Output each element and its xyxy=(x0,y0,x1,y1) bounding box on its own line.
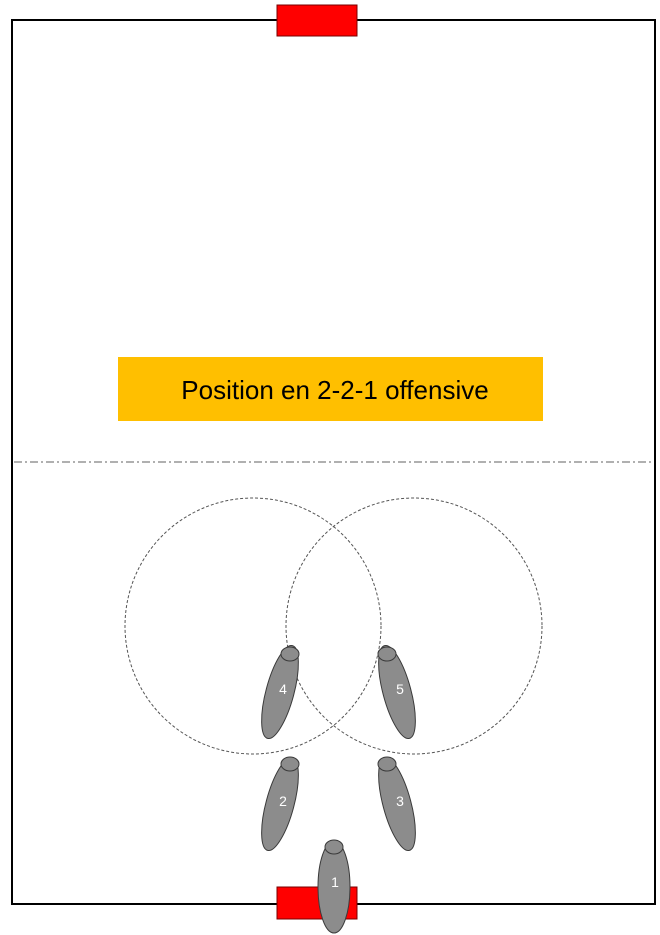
player-1[interactable]: 1 xyxy=(317,839,351,934)
player-3[interactable]: 3 xyxy=(371,754,423,854)
player-head xyxy=(280,756,300,772)
player-number: 2 xyxy=(279,793,287,809)
top-goal xyxy=(276,4,358,37)
player-head xyxy=(280,646,300,662)
player-4[interactable]: 4 xyxy=(254,642,306,742)
player-5[interactable]: 5 xyxy=(371,642,423,742)
player-number: 1 xyxy=(331,874,339,890)
player-body xyxy=(378,644,416,740)
player-head xyxy=(377,756,397,772)
diagram-title: Position en 2-2-1 offensive xyxy=(181,375,488,405)
player-head xyxy=(324,839,344,855)
player-2[interactable]: 2 xyxy=(254,754,306,854)
zone-circle-right xyxy=(285,497,543,755)
title-box xyxy=(118,357,543,421)
player-head xyxy=(377,646,397,662)
player-number: 4 xyxy=(279,681,287,697)
player-number: 3 xyxy=(396,793,404,809)
zone-circle-left xyxy=(124,497,382,755)
player-body xyxy=(261,644,299,740)
player-number: 5 xyxy=(396,681,404,697)
